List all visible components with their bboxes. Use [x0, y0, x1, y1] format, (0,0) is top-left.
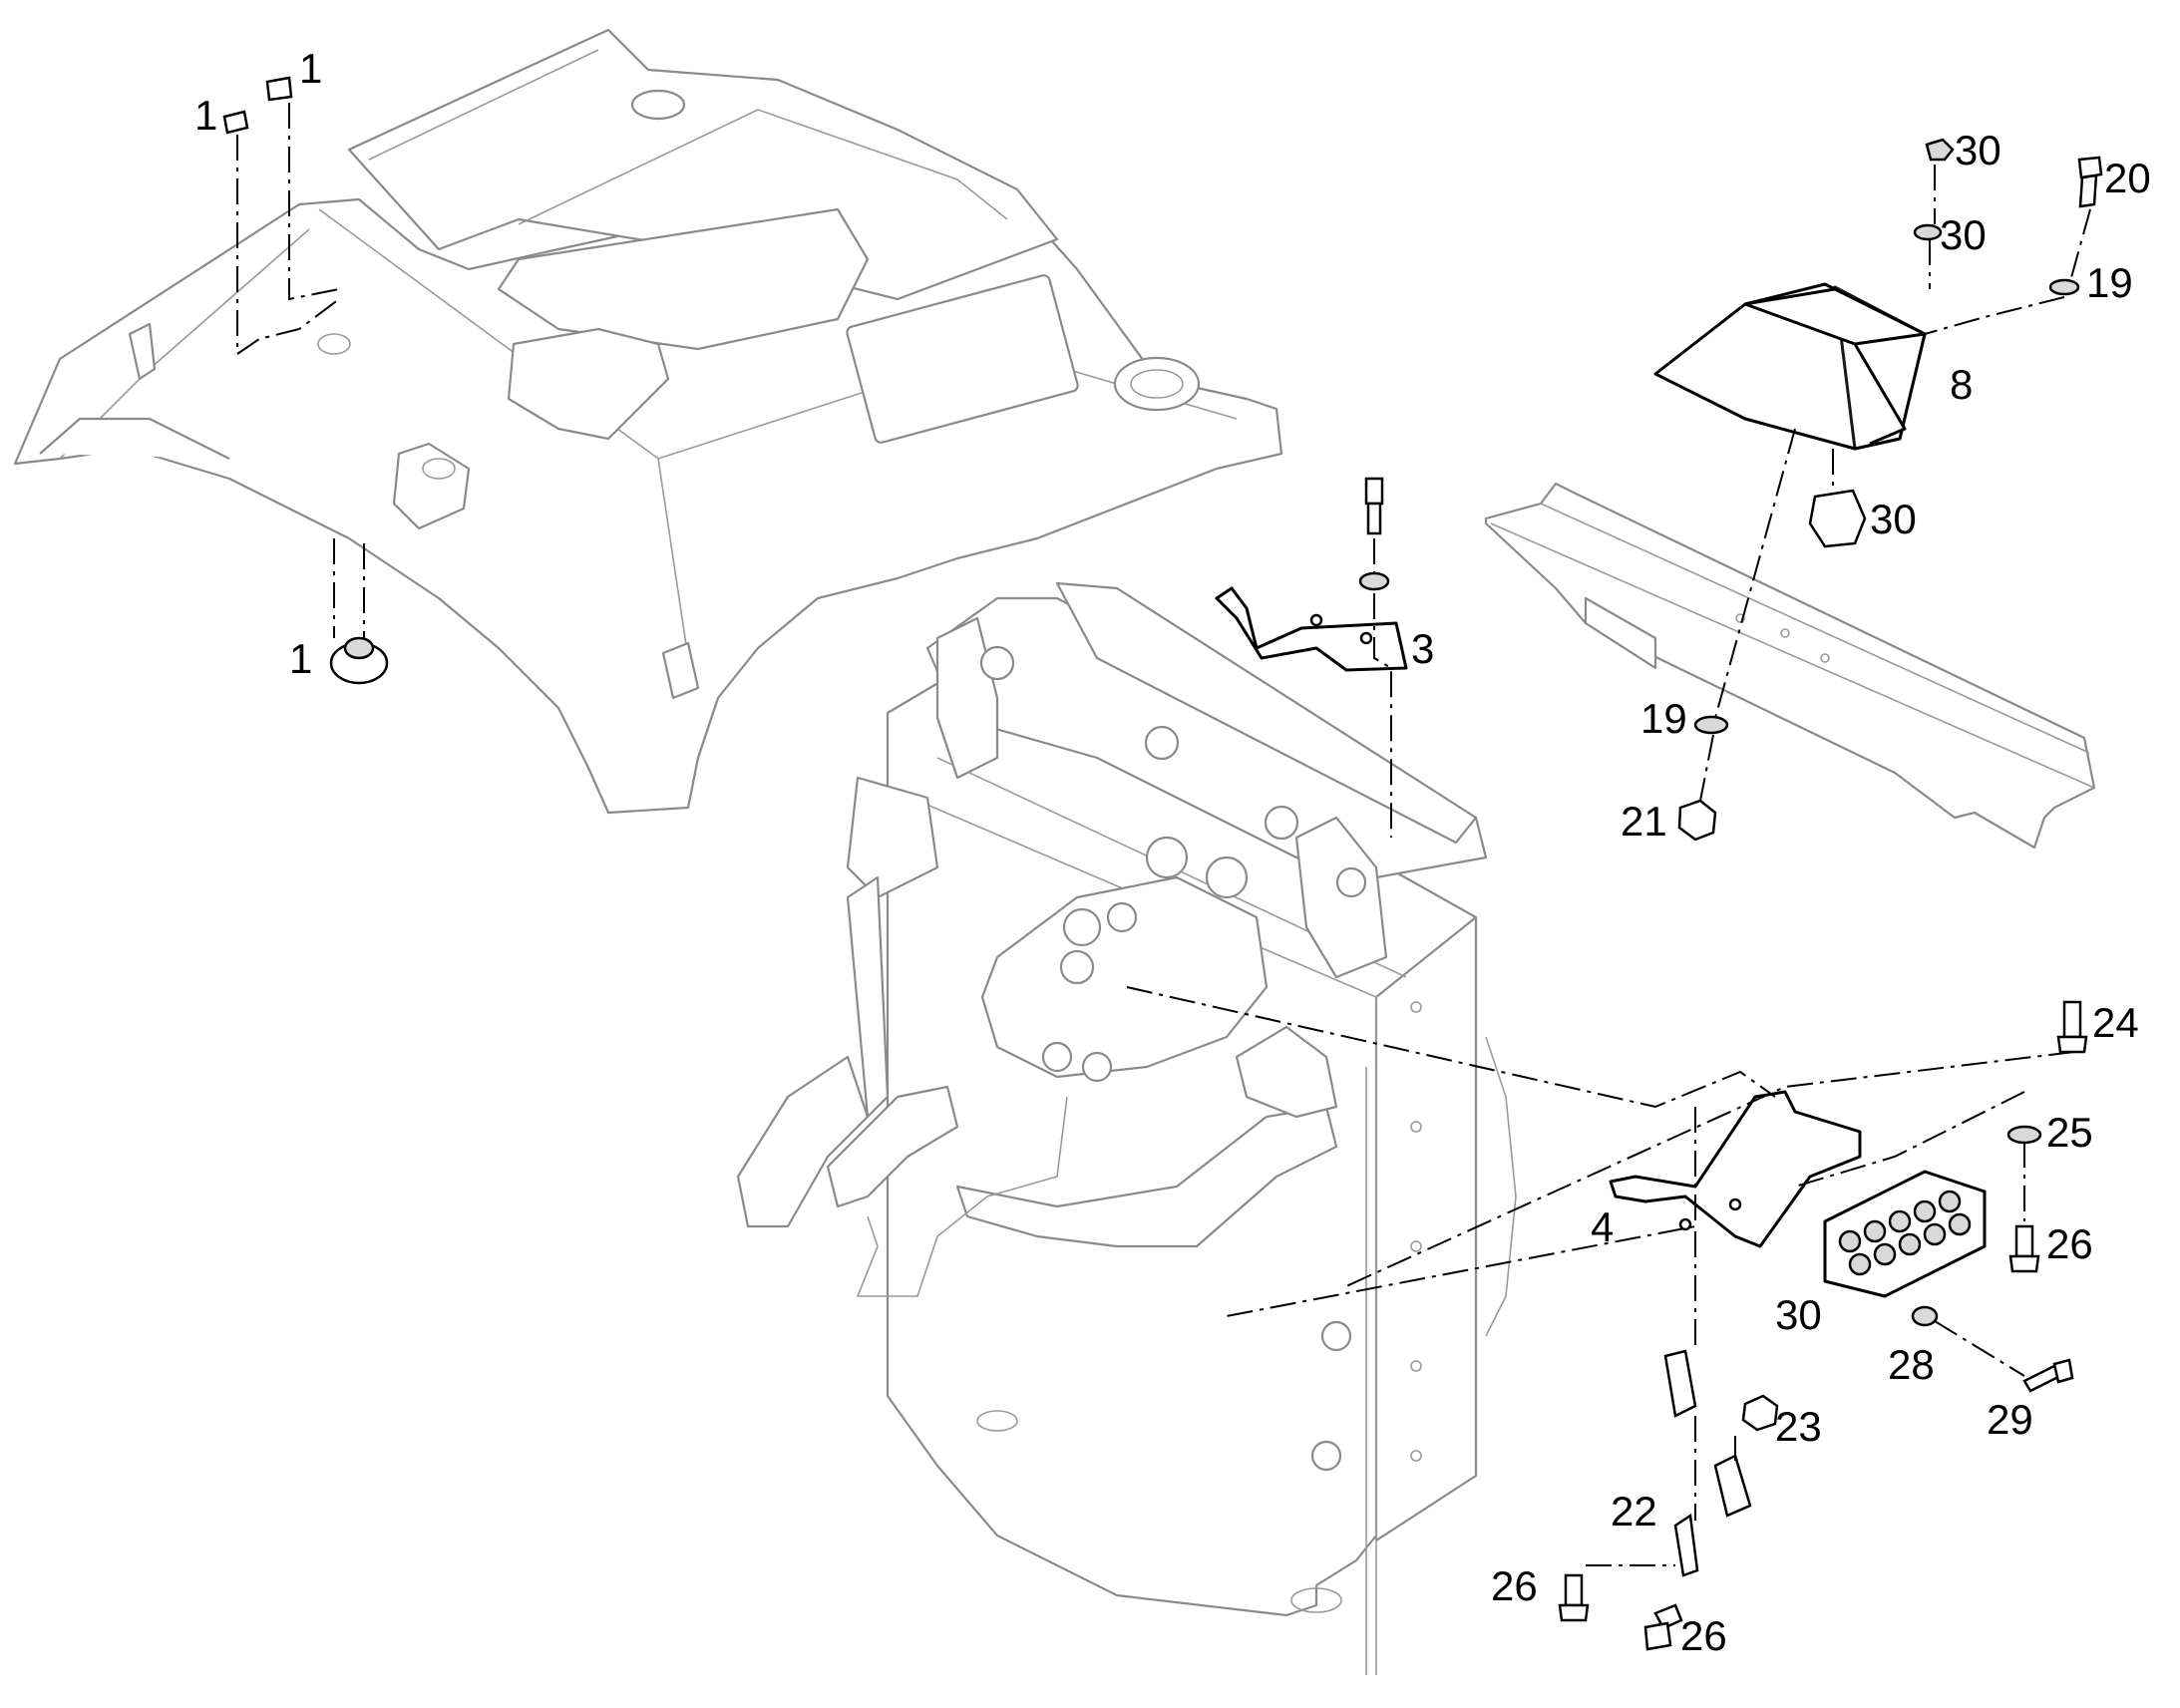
callout-25: 25: [2046, 1109, 2093, 1156]
callout-29: 29: [1987, 1396, 2033, 1443]
callout-28: 28: [1888, 1341, 1935, 1388]
callout-4: 4: [1591, 1203, 1614, 1250]
callout-30a: 30: [1955, 127, 2001, 173]
callout-3: 3: [1411, 625, 1434, 672]
callout-26b: 26: [1491, 1562, 1538, 1609]
callout-20: 20: [2104, 155, 2151, 201]
callout-26c: 26: [1680, 1612, 1727, 1659]
callout-8: 8: [1950, 361, 1973, 408]
callout-24: 24: [2092, 999, 2139, 1046]
radiator-assembly: [736, 581, 1517, 1675]
callout-21: 21: [1621, 798, 1667, 845]
fasteners: [222, 76, 2103, 1651]
callout-26a: 26: [2046, 1220, 2093, 1267]
callout-1c: 1: [289, 635, 312, 682]
callout-30b: 30: [1940, 211, 1987, 258]
callout-30d: 30: [1775, 1291, 1822, 1338]
cross-beam: [1484, 482, 2096, 850]
callout-23: 23: [1775, 1403, 1822, 1450]
callout-30c: 30: [1870, 496, 1917, 542]
housing-8: [1653, 282, 1927, 451]
bracket-3: [1215, 586, 1408, 672]
callout-19b: 19: [1640, 695, 1687, 742]
hood-panel: [13, 28, 1283, 815]
callout-1a: 1: [194, 92, 217, 139]
bracket-4: [1609, 1090, 1862, 1248]
leader-lines: [236, 103, 2091, 1566]
connector-block-30: [1823, 1170, 1987, 1298]
callout-19a: 19: [2086, 259, 2133, 306]
callout-22: 22: [1611, 1488, 1657, 1535]
callout-1b: 1: [299, 45, 322, 92]
callout-labels: 1 1 1 3 4 8 30 30 30 30 20 19 19 21 24 2…: [194, 45, 2151, 1659]
